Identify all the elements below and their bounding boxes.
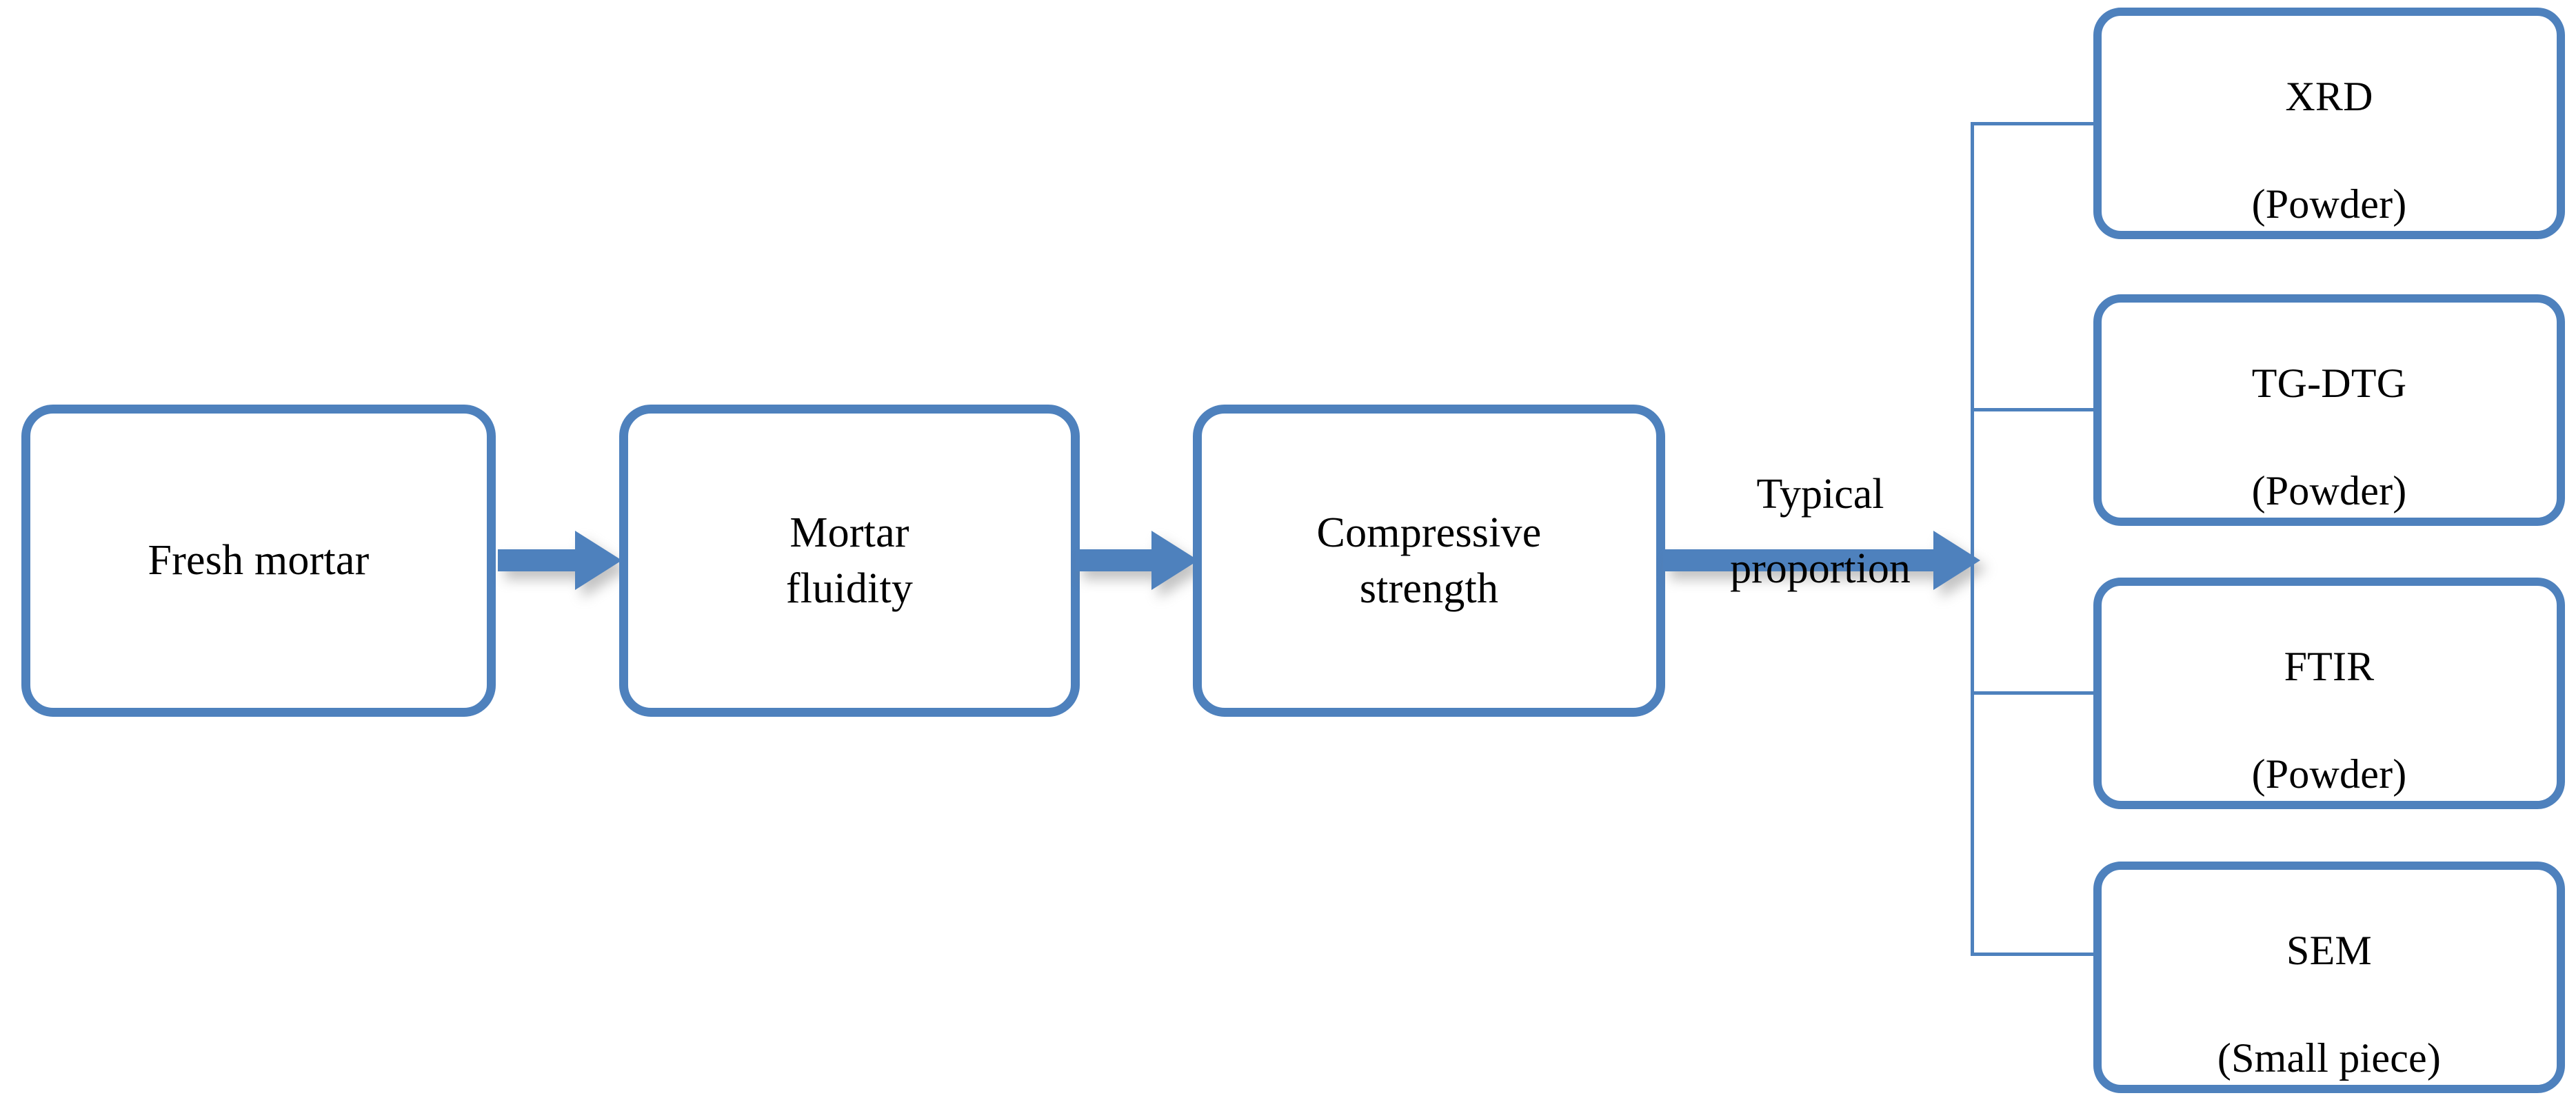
node-xrd-name: XRD bbox=[2285, 74, 2373, 119]
node-tg-dtg-label: TG-DTG (Powder) bbox=[2245, 303, 2414, 518]
node-ftir-sample: (Powder) bbox=[2251, 751, 2407, 797]
node-tg-dtg-name: TG-DTG bbox=[2251, 360, 2407, 406]
node-tg-dtg[interactable]: TG-DTG (Powder) bbox=[2093, 294, 2565, 526]
node-xrd-label: XRD (Powder) bbox=[2245, 16, 2414, 231]
node-compressive-strength-label: Compressive strength bbox=[1316, 509, 1542, 612]
node-sem-sample: (Small piece) bbox=[2217, 1035, 2442, 1081]
branch-line-sem bbox=[1971, 953, 2096, 956]
node-ftir-label: FTIR (Powder) bbox=[2245, 586, 2414, 801]
node-sem[interactable]: SEM (Small piece) bbox=[2093, 862, 2565, 1093]
node-mortar-fluidity-label: Mortar fluidity bbox=[785, 509, 914, 612]
node-sem-name: SEM bbox=[2286, 928, 2372, 973]
node-xrd[interactable]: XRD (Powder) bbox=[2093, 8, 2565, 239]
node-xrd-sample: (Powder) bbox=[2251, 181, 2407, 227]
bracket-spine bbox=[1971, 122, 1974, 956]
node-compressive-strength[interactable]: Compressive strength bbox=[1193, 405, 1665, 717]
branch-line-ftir bbox=[1971, 691, 2096, 695]
node-tg-dtg-sample: (Powder) bbox=[2251, 468, 2407, 513]
node-ftir[interactable]: FTIR (Powder) bbox=[2093, 578, 2565, 809]
branch-line-xrd bbox=[1971, 122, 2096, 125]
node-fresh-mortar[interactable]: Fresh mortar bbox=[21, 405, 496, 717]
edge-label-line-1: Typical bbox=[1756, 471, 1884, 518]
node-sem-label: SEM (Small piece) bbox=[2211, 870, 2448, 1085]
node-ftir-name: FTIR bbox=[2284, 644, 2375, 689]
arrow-compressive-strength-to-tests bbox=[1663, 531, 1980, 590]
arrow-mortar-fluidity-to-compressive-strength bbox=[1076, 531, 1198, 590]
arrow-fresh-mortar-to-mortar-fluidity bbox=[498, 531, 622, 590]
node-mortar-fluidity[interactable]: Mortar fluidity bbox=[619, 405, 1080, 717]
node-fresh-mortar-label: Fresh mortar bbox=[148, 537, 370, 584]
branch-line-tg-dtg bbox=[1971, 408, 2096, 411]
